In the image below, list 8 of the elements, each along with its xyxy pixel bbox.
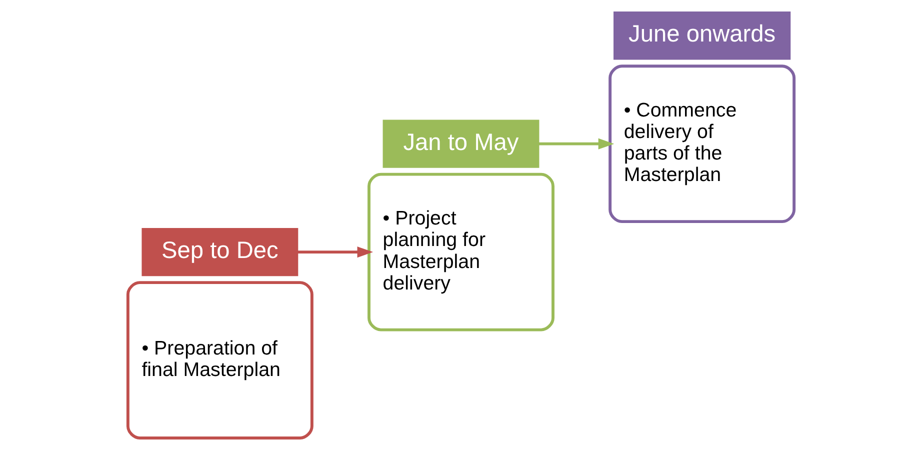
node-box: • Preparation of final Masterplan bbox=[126, 281, 314, 440]
node-box: June onwards bbox=[614, 11, 791, 60]
node-box: Jan to May bbox=[382, 120, 540, 168]
node-box: Sep to Dec bbox=[142, 228, 298, 276]
arrow bbox=[538, 138, 614, 150]
arrow bbox=[298, 246, 374, 258]
node-box: • Commence delivery of parts of the Masterplan bbox=[608, 64, 796, 224]
node-box: • Project planning for Masterplan delivery bbox=[368, 172, 554, 332]
